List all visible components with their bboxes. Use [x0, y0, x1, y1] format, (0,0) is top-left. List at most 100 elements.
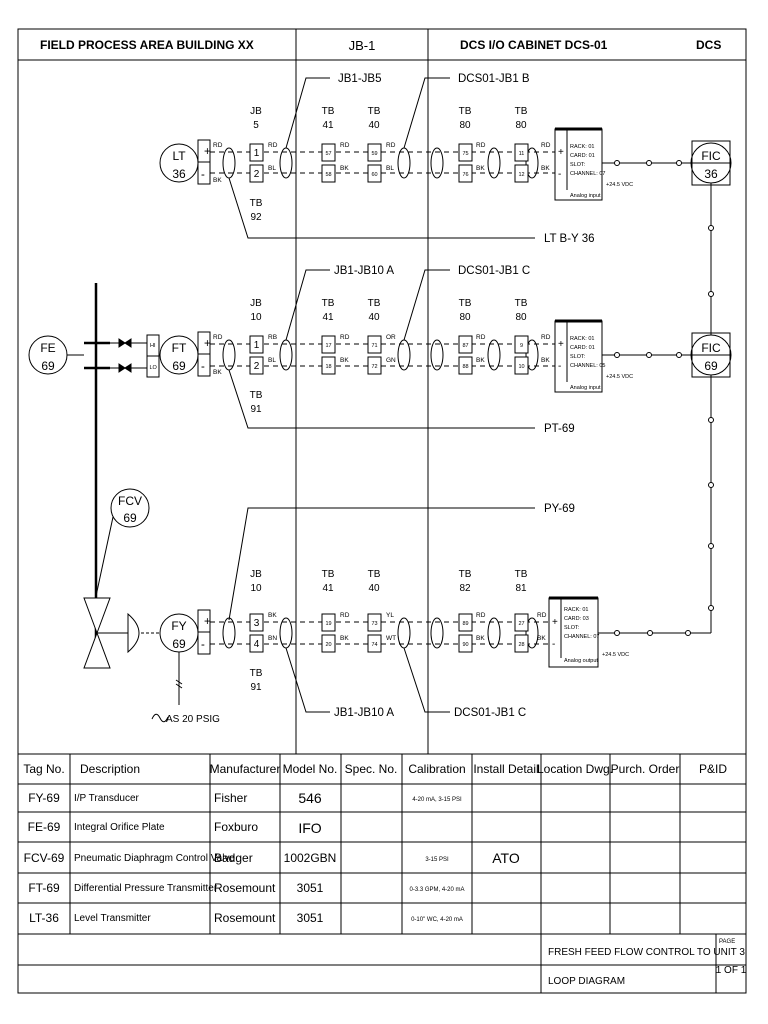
loop1-tb-bottom-0-label: TB	[250, 198, 263, 209]
loop1-terms-1-1-label: 58	[325, 172, 331, 178]
loop3-vdc-label: +24.5 VDC	[602, 652, 629, 658]
symbol-label: +	[204, 146, 211, 158]
loop2-controller-0-label: FIC	[701, 341, 721, 355]
loop1-tb-bottom-1-label: 92	[250, 212, 262, 223]
page-label: PAGE	[719, 939, 735, 945]
loop2-controller-1-label: 69	[704, 359, 718, 373]
loop2-wires-3-0-label: OR	[386, 334, 396, 341]
table-rows-0-1-label: I/P Transducer	[74, 793, 140, 804]
loop1-wires-5-1-label: BK	[541, 165, 550, 172]
loop3-tb-bottom-1-label: 91	[250, 682, 262, 693]
symbol-label: +	[552, 617, 558, 628]
loop2-wires-1-1-label: BL	[268, 357, 276, 364]
loop2-hilo-0-label: HI	[150, 343, 156, 349]
loop1-terms-3-0-label: 75	[462, 151, 468, 157]
loop1-terms-3-1-label: 76	[462, 172, 468, 178]
loop3-cable-jb-label: JB1-JB10 A	[334, 707, 394, 719]
loop3-terms-4-0-label: 27	[518, 621, 524, 627]
symbol-label: +	[558, 339, 564, 350]
table-rows-4-2-label: Rosemount	[214, 911, 276, 925]
table-headers-5-label: Calibration	[408, 762, 465, 776]
table-rows-2-3-label: 1002GBN	[284, 851, 337, 865]
loop2-wires-2-0-label: RD	[340, 334, 350, 341]
table-headers-2-label: Manufacturer	[210, 762, 281, 776]
loop1-wires-3-0-label: RD	[386, 142, 396, 149]
loop2-terms-3-0-label: 87	[462, 343, 468, 349]
table-headers-3-label: Model No.	[283, 762, 338, 776]
symbol-label: -	[201, 639, 205, 651]
loop1-wires-4-0-label: RD	[476, 142, 486, 149]
loop-fy69: FCV 69 + - FY 69 PY-69 JB1-JB10 A DCS01-…	[83, 488, 711, 725]
loop1-tb-labels-0-0-label: JB	[250, 106, 262, 117]
symbol-label: -	[552, 639, 555, 650]
table-rows-2-0-label: FCV-69	[24, 851, 65, 865]
sheet-border	[17, 28, 747, 994]
loop2-card-2-label: SLOT:	[570, 354, 586, 360]
table-headers-0-label: Tag No.	[23, 762, 64, 776]
loop1-terms-0-0-label: 1	[254, 148, 260, 159]
loop1-instrument-0-label: LT	[172, 149, 186, 163]
table-rows-1-3-label: IFO	[298, 820, 321, 836]
header-cabinet: DCS I/O CABINET DCS-01	[460, 38, 608, 52]
table-rows-1-1-label: Integral Orifice Plate	[74, 822, 165, 833]
loop2-tb-labels-3-1-label: 80	[459, 312, 471, 323]
loop3-wires-3-0-label: RD	[476, 612, 486, 619]
loop1-terms-2-0-label: 59	[371, 151, 377, 157]
loop2-wires-0-0-label: RD	[213, 334, 223, 341]
loop3-terms-1-1-label: 20	[325, 642, 331, 648]
table-rows-2-1-label: Pneumatic Diaphragm Control Valve	[74, 853, 235, 864]
table-rows-2-6-label: ATO	[492, 850, 520, 866]
table-rows-3-1-label: Differential Pressure Transmitter	[74, 883, 218, 894]
loop2-tb-labels-1-1-label: 41	[322, 312, 334, 323]
loop1-wires-0-0-label: RD	[213, 142, 223, 149]
table-rows-1-2-label: Foxburo	[214, 820, 258, 834]
loop2-instrument-0-label: FT	[172, 341, 187, 355]
loop2-terms-0-1-label: 2	[254, 361, 260, 372]
loop3-wires-1-1-label: BK	[340, 635, 349, 642]
symbol-label: -	[558, 361, 561, 372]
title-line1: FRESH FEED FLOW CONTROL TO UNIT 3	[548, 947, 745, 958]
loop2-terms-1-0-label: 17	[325, 343, 331, 349]
loop2-element-0-label: FE	[40, 341, 55, 355]
loop1-vdc-label: +24.5 VDC	[606, 182, 633, 188]
table-headers-7-label: Location Dwg.	[537, 762, 613, 776]
loop3-wires-2-1-label: WT	[386, 635, 396, 642]
loop2-terms-2-0-label: 71	[371, 343, 377, 349]
table-rows-3-3-label: 3051	[297, 881, 324, 895]
loop1-terms-4-0-label: 11	[519, 151, 525, 157]
loop2-hilo-1-label: LO	[150, 365, 158, 371]
loop2-card-3-label: CHANNEL: 05	[570, 363, 605, 369]
loop2-card-1-label: CARD: 01	[570, 345, 595, 351]
loop3-card-3-label: CHANNEL: 07	[564, 634, 599, 640]
loop1-wires-2-0-label: RD	[340, 142, 350, 149]
loop1-cable-out-label: LT B-Y 36	[544, 233, 595, 245]
loop3-terms-4-1-label: 28	[518, 642, 524, 648]
loop3-wires-0-0-label: BK	[268, 612, 277, 619]
loop1-wires-3-1-label: BL	[386, 165, 394, 172]
table-rows-1-0-label: FE-69	[28, 820, 61, 834]
loop2-wires-4-1-label: BK	[476, 357, 485, 364]
symbol-label: -	[201, 361, 205, 373]
table-headers-1-label: Description	[80, 762, 140, 776]
loop1-terms-2-1-label: 60	[371, 172, 377, 178]
loop1-controller-0-label: FIC	[701, 149, 721, 163]
instrument-table: Tag No. Description Manufacturer Model N…	[18, 754, 747, 993]
loop2-terms-4-0-label: 9	[520, 343, 523, 349]
loop3-card-2-label: SLOT:	[564, 625, 580, 631]
loop3-card-0-label: RACK: 01	[564, 607, 588, 613]
loop3-terms-1-0-label: 19	[325, 621, 331, 627]
loop1-tb-labels-2-0-label: TB	[368, 106, 381, 117]
loop3-tb-labels-2-1-label: 40	[368, 583, 380, 594]
loop3-tb-labels-1-1-label: 41	[322, 583, 334, 594]
loop3-wires-2-0-label: YL	[386, 612, 394, 619]
table-headers-9-label: P&ID	[699, 762, 727, 776]
loop3-wires-4-0-label: RD	[537, 612, 547, 619]
loop3-cable-top-label: PY-69	[544, 503, 575, 515]
loop2-tb-labels-0-0-label: JB	[250, 298, 262, 309]
loop2-terms-1-1-label: 18	[325, 364, 331, 370]
loop2-tb-bottom-1-label: 91	[250, 404, 262, 415]
loop3-tb-labels-4-1-label: 81	[515, 583, 527, 594]
loop2-wires-3-1-label: GN	[386, 357, 396, 364]
loop2-card-4-label: Analog input	[570, 385, 601, 391]
